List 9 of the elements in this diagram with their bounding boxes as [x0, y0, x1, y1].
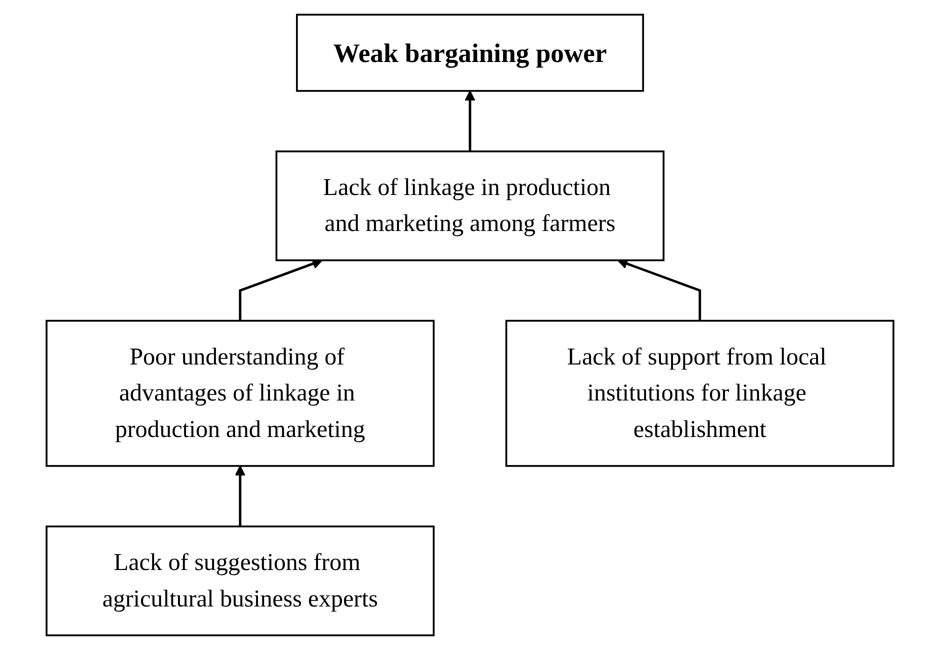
arrow	[234, 465, 246, 526]
arrow	[238, 258, 323, 321]
node-box: Lack of support from local institutions for linkage establishment	[505, 320, 894, 467]
node-box: Lack of linkage in production and marketing among farmers	[276, 150, 664, 262]
node-box: Poor understanding of advantages of linkage in production and marketing	[46, 320, 435, 467]
node-box: Lack of suggestions from agricultural business experts	[46, 526, 435, 636]
arrow	[464, 90, 476, 152]
node-box: Weak bargaining power	[296, 14, 644, 92]
arrow	[617, 258, 702, 321]
